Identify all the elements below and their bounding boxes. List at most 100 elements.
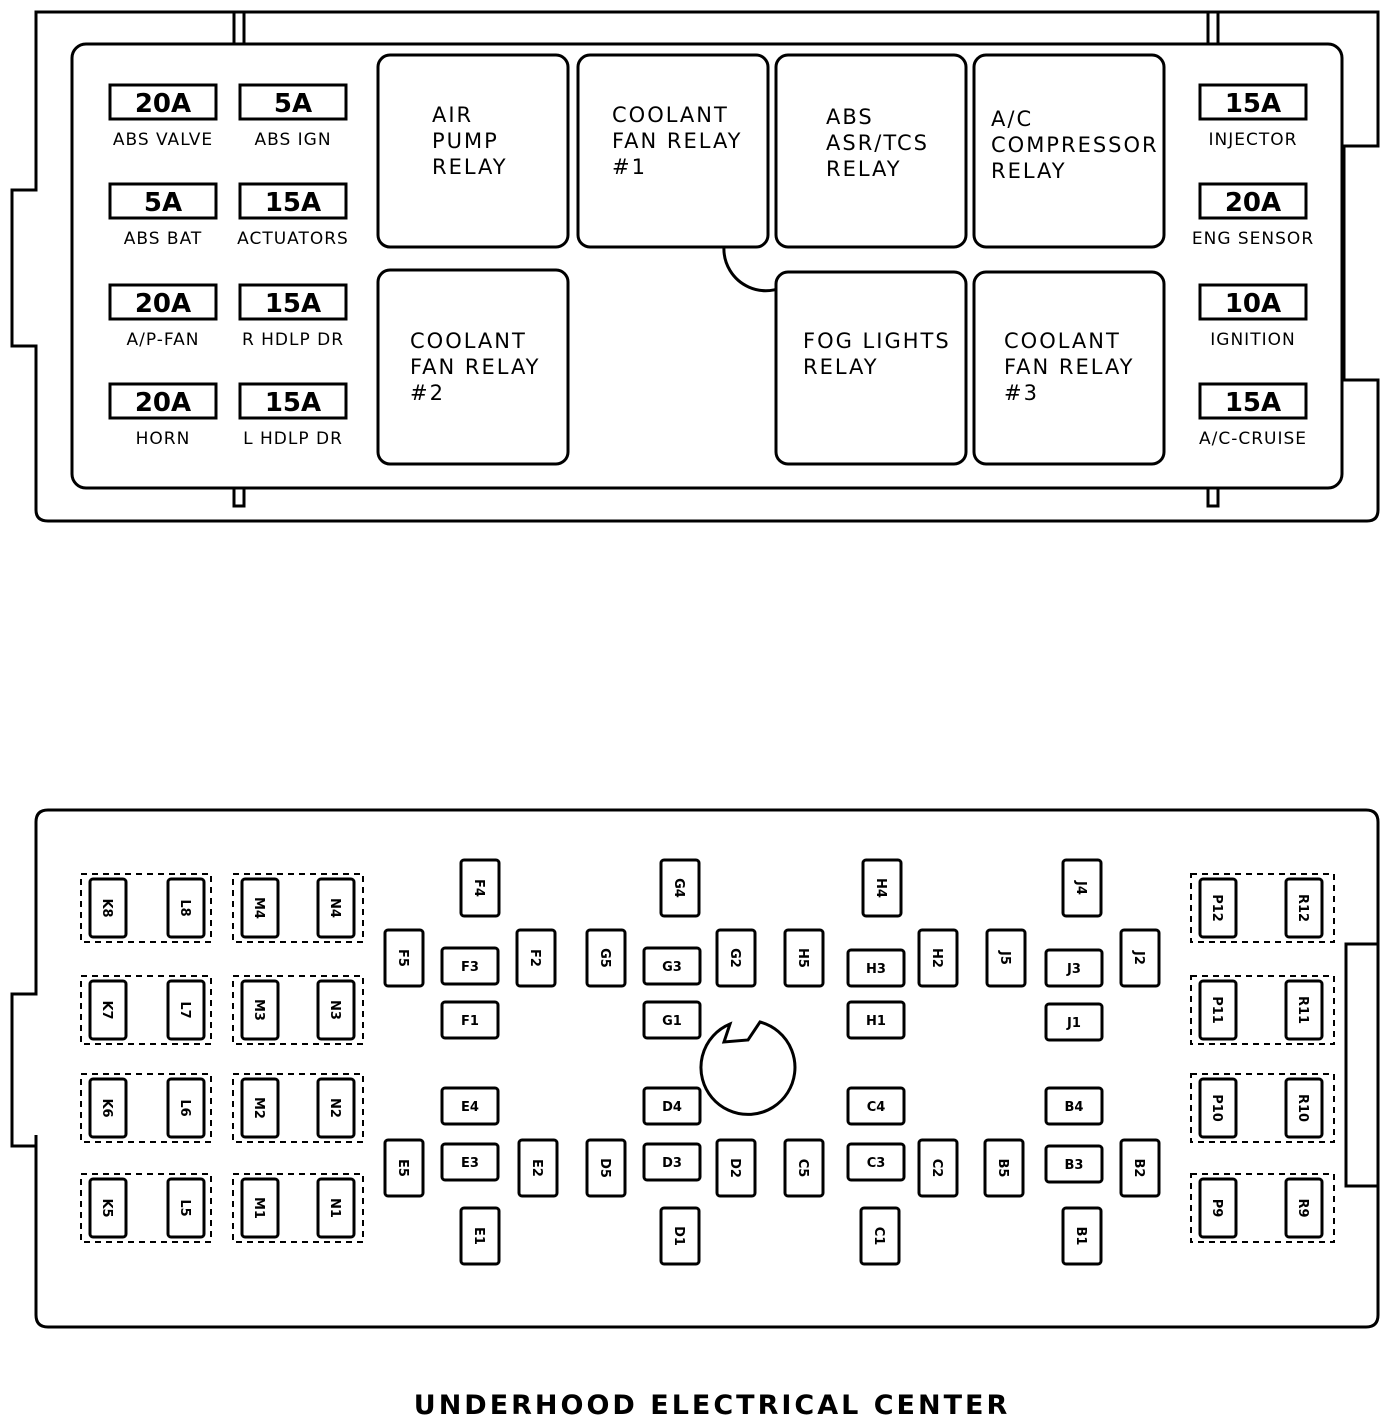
terminal-label: J1 [1066, 1016, 1081, 1031]
terminal-l5: L5 [166, 1177, 206, 1239]
terminal-label: C4 [867, 1100, 886, 1115]
center-mount-boss-bottom [699, 1020, 797, 1116]
relay-body [774, 270, 968, 466]
terminal-body [846, 1000, 906, 1040]
terminal-label: M2 [251, 1097, 266, 1119]
terminal-d2: D2 [715, 1138, 757, 1198]
terminal-label: G1 [662, 1014, 682, 1029]
terminal-body [515, 928, 557, 988]
terminal-body [1044, 1002, 1104, 1042]
terminal-body [240, 877, 280, 939]
terminal-n1: N1 [316, 1177, 356, 1239]
terminal-j3: J3 [1044, 948, 1104, 988]
terminal-body [846, 1086, 906, 1126]
terminal-f5: F5 [383, 928, 425, 988]
terminal-label: N1 [327, 1198, 342, 1218]
terminal-body [517, 1138, 559, 1198]
terminal-label: D5 [597, 1158, 612, 1178]
terminal-label: E5 [395, 1159, 410, 1177]
fuse-rating: 15A [1225, 388, 1281, 418]
terminal-label: N3 [327, 1000, 342, 1020]
terminal-label: M1 [251, 1197, 266, 1219]
terminal-k7: K7 [88, 979, 128, 1041]
terminal-label: E1 [471, 1227, 486, 1245]
terminal-m2: M2 [240, 1077, 280, 1139]
terminal-body [1061, 1206, 1103, 1266]
relay-label-line: ASR/TCS [826, 131, 929, 155]
terminal-body [1061, 858, 1103, 918]
terminal-m4: M4 [240, 877, 280, 939]
terminal-label: D2 [727, 1158, 742, 1178]
terminal-label: F1 [461, 1014, 479, 1029]
terminal-pair-outline [1190, 975, 1335, 1045]
relay-label-line: AIR [432, 103, 473, 127]
fuse-label: R HDLP DR [242, 330, 344, 350]
terminal-n4: N4 [316, 877, 356, 939]
terminal-label: H3 [866, 962, 886, 977]
terminal-body [642, 1000, 702, 1040]
terminal-b1: B1 [1061, 1206, 1103, 1266]
terminal-body [659, 858, 701, 918]
terminal-r11: R11 [1284, 979, 1324, 1041]
terminal-r9: R9 [1284, 1177, 1324, 1239]
terminal-p12: P12 [1198, 877, 1238, 939]
terminal-label: L6 [177, 1099, 192, 1116]
relay-label-line: #1 [612, 155, 647, 179]
terminal-label: D3 [662, 1156, 682, 1171]
terminal-label: J3 [1066, 962, 1081, 977]
fuse-rating: 5A [274, 89, 312, 119]
terminal-label: B3 [1065, 1158, 1084, 1173]
fuse-body [1198, 283, 1308, 321]
terminal-label: G2 [727, 948, 742, 968]
relay-label-line: A/C [991, 107, 1033, 131]
terminal-label: F5 [395, 949, 410, 967]
terminal-label: L5 [177, 1199, 192, 1216]
terminal-label: L8 [177, 899, 192, 916]
relay-label-line: PUMP [432, 129, 499, 153]
terminal-body [846, 1142, 906, 1182]
relay-label-line: FOG LIGHTS [803, 329, 951, 353]
terminal-body [166, 1177, 206, 1239]
fuse-block-panel [70, 42, 1344, 490]
terminal-label: N4 [327, 898, 342, 918]
terminal-body [1119, 1138, 1161, 1198]
terminal-body [316, 979, 356, 1041]
fuse-label: ABS VALVE [113, 130, 213, 150]
terminal-body [383, 1138, 425, 1198]
terminal-j5: J5 [985, 928, 1027, 988]
terminal-body [383, 928, 425, 988]
terminal-n3: N3 [316, 979, 356, 1041]
fuse-label: IGNITION [1210, 330, 1295, 350]
terminal-r12: R12 [1284, 877, 1324, 939]
fuse-body [108, 283, 218, 321]
relay-label-line: FAN RELAY [1004, 355, 1135, 379]
latch-post-bottom-right [1206, 488, 1220, 508]
terminal-body [459, 1206, 501, 1266]
fuse-rating: 20A [135, 89, 191, 119]
terminal-label: R12 [1295, 894, 1310, 922]
terminal-k6: K6 [88, 1077, 128, 1139]
terminal-body [783, 1138, 825, 1198]
relay-label-line: COOLANT [1004, 329, 1121, 353]
terminal-c5: C5 [783, 1138, 825, 1198]
terminal-body [1044, 1086, 1104, 1126]
terminal-l6: L6 [166, 1077, 206, 1139]
terminal-label: N2 [327, 1098, 342, 1118]
latch-post-top-left [232, 10, 246, 44]
terminal-label: E2 [529, 1159, 544, 1177]
terminal-label: P11 [1209, 996, 1224, 1024]
terminal-label: F3 [461, 960, 479, 975]
relay-body [576, 53, 770, 249]
fuse-label: INJECTOR [1209, 130, 1298, 150]
terminal-body [642, 1142, 702, 1182]
terminal-body [917, 928, 959, 988]
terminal-c1: C1 [859, 1206, 901, 1266]
relay-label-line: #3 [1004, 381, 1039, 405]
terminal-h5: H5 [783, 928, 825, 988]
relay-label-line: FAN RELAY [410, 355, 541, 379]
terminal-body [985, 928, 1027, 988]
relay-label-line: RELAY [803, 355, 879, 379]
